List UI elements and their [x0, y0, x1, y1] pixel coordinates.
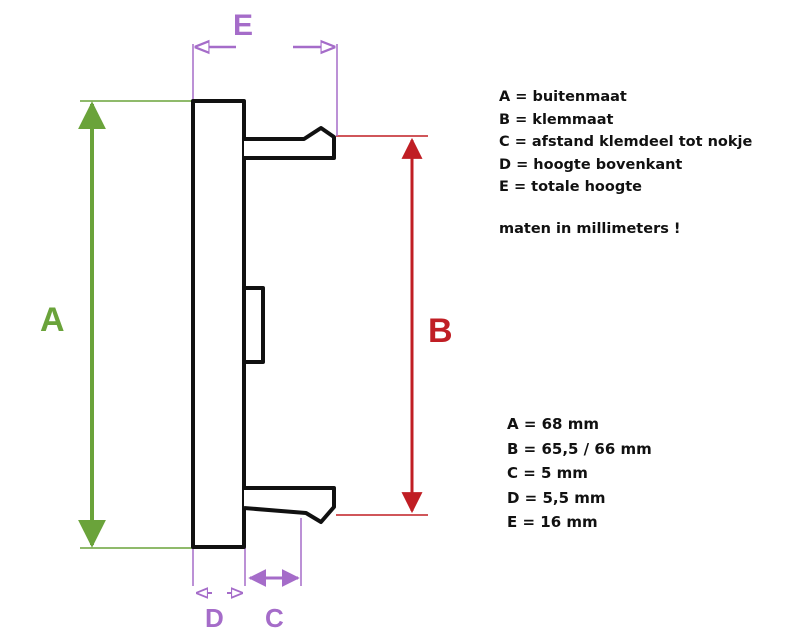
dimension-e: E — [192, 9, 338, 136]
lower-clip — [243, 486, 336, 524]
upper-clip — [244, 126, 336, 160]
measurement-d: D = 5,5 mm — [507, 488, 606, 507]
legend-line-d: D = hoogte bovenkant — [499, 156, 683, 173]
legend-line-c: C = afstand klemdeel tot nokje — [499, 134, 753, 150]
measurement-b: B = 65,5 / 66 mm — [507, 439, 652, 458]
measurement-c: C = 5 mm — [507, 464, 588, 482]
dimension-a: A — [40, 100, 192, 549]
legend-line-b: B = klemmaat — [499, 111, 614, 128]
legend: A = buitenmaat B = klemmaat C = afstand … — [499, 86, 752, 240]
dimension-d-label: D — [205, 603, 224, 633]
units-note: maten in millimeters ! — [499, 220, 681, 237]
measurement-a: A = 68 mm — [507, 415, 599, 433]
dimension-e-label: E — [233, 9, 253, 42]
dimension-c: C — [248, 518, 302, 633]
dimension-a-label: A — [40, 301, 65, 339]
measurement-list: A = 68 mm B = 65,5 / 66 mm C = 5 mm D = … — [507, 412, 652, 535]
dimension-b: B — [336, 135, 453, 516]
hubcap-profile — [191, 99, 336, 549]
legend-line-e: E = totale hoogte — [499, 179, 643, 195]
dimension-b-label: B — [428, 312, 453, 350]
cap-body — [191, 99, 246, 549]
dimension-d: D — [192, 548, 246, 633]
center-tab — [242, 286, 265, 364]
legend-line-a: A = buitenmaat — [499, 89, 627, 105]
measurement-e: E = 16 mm — [507, 513, 598, 531]
dimension-c-label: C — [265, 603, 284, 633]
